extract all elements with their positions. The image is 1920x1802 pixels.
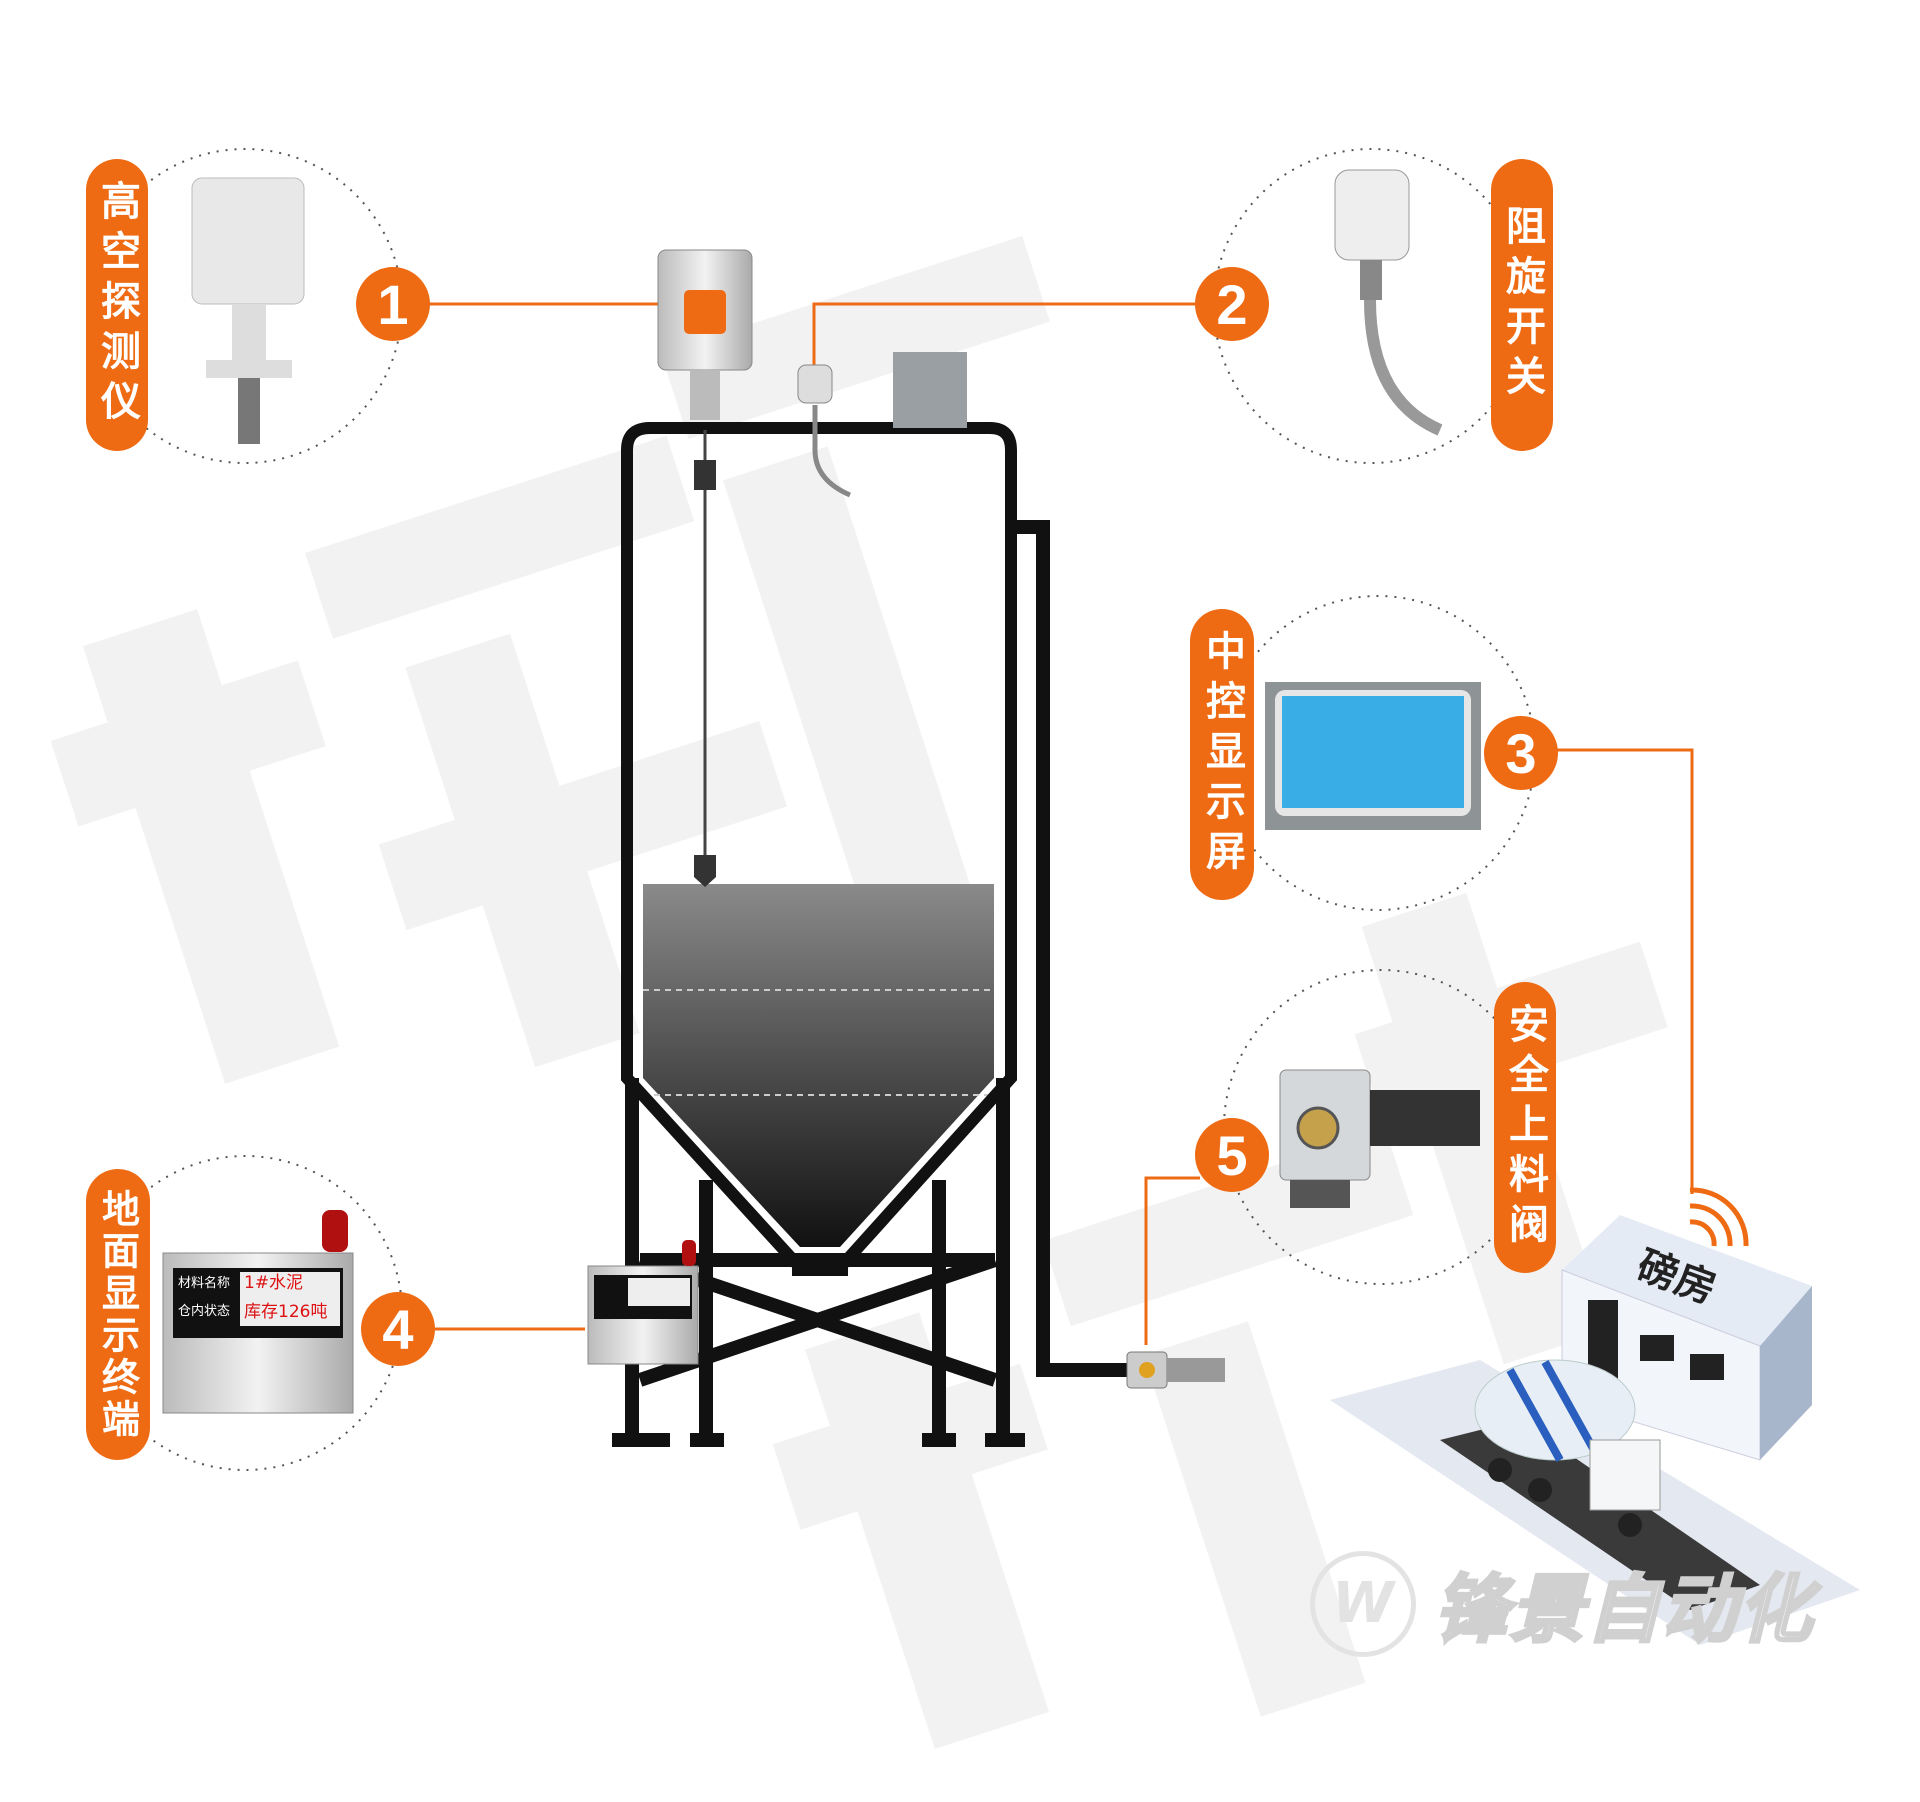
badge-5: 5 (1195, 1118, 1269, 1192)
radar-detector-image (191, 177, 305, 444)
feed-pipe (1011, 520, 1127, 1377)
terminal-status-value: 库存126吨 (244, 1302, 328, 1322)
label-safety-valve: 安全上料阀 (1494, 982, 1556, 1273)
badge-4: 4 (361, 1292, 435, 1366)
badge-1: 1 (356, 267, 430, 341)
terminal-material-label: 材料名称 (178, 1276, 231, 1291)
mixer-truck (1474, 1359, 1661, 1537)
label-rotary-switch: 阻旋开关 (1491, 159, 1553, 451)
badge-2: 2 (1195, 267, 1269, 341)
watermark-graphic (50, 235, 1668, 1750)
logo-text: 锋景自动化 (1433, 1566, 1814, 1655)
ground-terminal-small (587, 1240, 699, 1365)
logo-mark-icon: W (1310, 1550, 1416, 1657)
terminal-status-label: 仓内状态 (178, 1304, 231, 1319)
label-text: 地面显示终端 (95, 1188, 140, 1441)
label-high-altitude-detector: 高空探测仪 (86, 159, 148, 451)
label-control-screen: 中控显示屏 (1190, 609, 1254, 900)
rotary-switch-small (797, 364, 852, 498)
brand-logo: W 锋景自动化 (1310, 1550, 1814, 1657)
label-text: 安全上料阀 (1502, 1002, 1548, 1253)
terminal-material-value: 1#水泥 (244, 1273, 304, 1293)
safety-valve-image (1279, 1069, 1480, 1208)
dust-collector (893, 352, 967, 428)
label-text: 中控显示屏 (1199, 629, 1245, 880)
safety-valve-small (1126, 1351, 1225, 1389)
label-ground-terminal: 地面显示终端 (86, 1169, 150, 1460)
ground-terminal-image (162, 1210, 354, 1414)
label-text: 高空探测仪 (94, 180, 140, 430)
silo-legs (612, 1078, 1025, 1447)
badge-3: 3 (1484, 716, 1558, 790)
connector-lines (428, 302, 1694, 1345)
radar-probe (657, 249, 753, 887)
rotary-switch-image (1334, 169, 1443, 436)
silo-material (643, 884, 994, 1247)
control-screen-image (1265, 682, 1481, 830)
label-text: 阻旋开关 (1499, 205, 1545, 405)
